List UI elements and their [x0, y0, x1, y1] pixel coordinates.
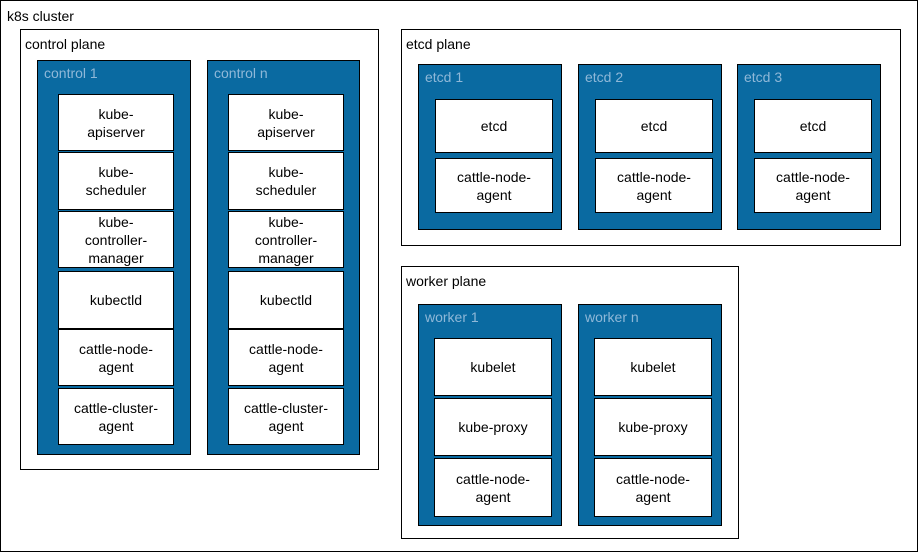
component-box: cattle-node-agent [595, 158, 713, 213]
worker-node-2: worker n kubelet kube-proxy cattle-node-age… [578, 304, 722, 526]
component-label: kube-scheduler [85, 164, 147, 198]
component-label: kube-scheduler [255, 164, 317, 198]
component-label: cattle-node-agent [249, 340, 323, 375]
cluster-title: k8s cluster [7, 8, 74, 24]
etcd-plane-title: etcd plane [406, 36, 471, 52]
component-box: kube-controller-manager [58, 211, 174, 268]
component-label: etcd [480, 118, 508, 134]
component-box: cattle-node-agent [594, 458, 712, 517]
component-box: etcd [754, 99, 872, 153]
worker-node-1: worker 1 kubelet kube-proxy cattle-node-age… [418, 304, 562, 526]
node-title: etcd 2 [585, 69, 624, 85]
component-box: cattle-node-agent [228, 329, 344, 386]
component-box: kube-apiserver [58, 94, 174, 151]
component-box: etcd [595, 99, 713, 153]
component-label: cattle-node-agent [456, 470, 530, 505]
component-box: cattle-node-agent [435, 158, 553, 213]
component-box: kubectld [228, 271, 344, 329]
node-title: worker 1 [425, 309, 479, 325]
component-label: kube-proxy [458, 419, 528, 435]
component-label: kube-apiserver [87, 105, 145, 140]
component-label: etcd [799, 118, 827, 134]
component-label: cattle-node-agent [457, 168, 531, 203]
component-box: kube-scheduler [228, 152, 344, 210]
component-label: cattle-node-agent [616, 470, 690, 505]
component-label: kubelet [470, 359, 516, 375]
etcd-node-1: etcd 1 etcd cattle-node-agent [418, 64, 562, 230]
etcd-node-2: etcd 2 etcd cattle-node-agent [578, 64, 722, 230]
component-label: kube-apiserver [257, 105, 315, 140]
component-label: kube-controller-manager [84, 213, 148, 266]
control-node-2: control n kube-apiserver kube-scheduler kub… [207, 60, 360, 455]
component-label: kubectld [89, 292, 143, 308]
component-label: etcd [640, 118, 668, 134]
component-box: kube-proxy [594, 398, 712, 456]
node-title: etcd 1 [425, 69, 464, 85]
component-box: kubelet [434, 338, 552, 396]
node-title: etcd 3 [744, 69, 783, 85]
worker-plane-title: worker plane [406, 273, 487, 289]
component-box: cattle-cluster-agent [58, 388, 174, 445]
etcd-node-3: etcd 3 etcd cattle-node-agent [737, 64, 881, 230]
component-box: kube-apiserver [228, 94, 344, 151]
component-label: cattle-node-agent [776, 168, 850, 203]
component-label: kubectld [259, 292, 313, 308]
component-label: cattle-cluster-agent [73, 399, 159, 434]
control-plane-title: control plane [25, 36, 106, 52]
node-title: worker n [585, 309, 639, 325]
component-box: kube-controller-manager [228, 211, 344, 268]
component-box: cattle-node-agent [434, 458, 552, 517]
component-label: cattle-node-agent [79, 340, 153, 375]
component-label: cattle-node-agent [617, 168, 691, 203]
component-label: cattle-cluster-agent [243, 399, 329, 434]
node-title: control 1 [44, 65, 98, 81]
component-box: cattle-node-agent [754, 158, 872, 213]
component-box: kubelet [594, 338, 712, 396]
component-label: kube-proxy [618, 419, 688, 435]
component-box: kubectld [58, 271, 174, 329]
component-box: cattle-node-agent [58, 329, 174, 386]
node-title: control n [214, 65, 268, 81]
component-box: cattle-cluster-agent [228, 388, 344, 445]
component-box: kube-scheduler [58, 152, 174, 210]
component-box: kube-proxy [434, 398, 552, 456]
component-label: kubelet [630, 359, 676, 375]
control-node-1: control 1 kube-apiserver kube-scheduler kub… [37, 60, 191, 455]
component-box: etcd [435, 99, 553, 153]
component-label: kube-controller-manager [254, 213, 318, 266]
